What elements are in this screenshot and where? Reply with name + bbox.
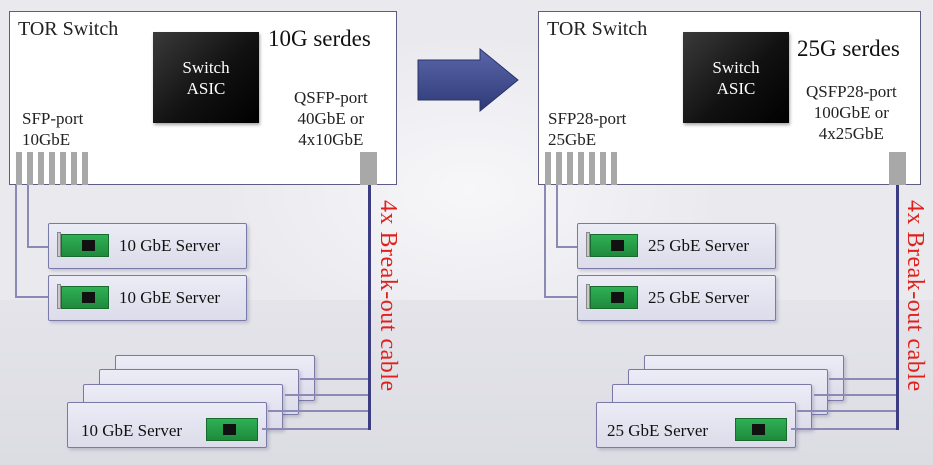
right-qsfp-port [889, 152, 906, 185]
right-sfp-port [589, 152, 595, 185]
left-breakout-cable [285, 394, 368, 396]
left-server-2: 10 GbE Server [48, 275, 247, 321]
left-asic-line1: Switch [182, 57, 230, 77]
left-sfp-port [49, 152, 55, 185]
left-sfp-port [38, 152, 44, 185]
right-sfp-port [611, 152, 617, 185]
left-breakout-label: 4x Break-out cable [375, 200, 401, 392]
right-sfp-port [578, 152, 584, 185]
left-qsfp-label: QSFP-port 40GbE or 4x10GbE [294, 87, 368, 150]
left-switch-title: TOR Switch [18, 18, 119, 40]
left-qsfp-line3: 4x10GbE [298, 130, 364, 149]
nic-chip-icon [611, 240, 624, 251]
left-serdes-label: 10G serdes [268, 26, 371, 51]
nic-chip-icon [611, 292, 624, 303]
left-sfp-label: SFP-port 10GbE [22, 108, 83, 150]
left-breakout-server: 10 GbE Server [67, 402, 267, 448]
left-qsfp-line2: 40GbE or [297, 109, 365, 128]
left-breakout-server-label: 10 GbE Server [81, 421, 183, 440]
right-sfp-port [556, 152, 562, 185]
right-server-label: 25 GbE Server [648, 288, 750, 307]
left-sfp-cable [15, 296, 50, 298]
nic-bracket-icon [586, 284, 590, 309]
right-switch-title: TOR Switch [547, 18, 648, 40]
right-breakout-label: 4x Break-out cable [902, 200, 928, 392]
right-breakout-server-label: 25 GbE Server [607, 421, 709, 440]
right-breakout-trunk [896, 185, 899, 430]
nic-chip-icon [223, 424, 236, 435]
right-sfp-cable [556, 185, 558, 247]
nic-bracket-icon [57, 232, 61, 257]
right-breakout-server: 25 GbE Server [596, 402, 796, 448]
left-sfp-line1: SFP-port [22, 109, 84, 128]
left-sfp-cable [15, 185, 17, 297]
left-qsfp-line1: QSFP-port [294, 88, 368, 107]
right-sfp-label: SFP28-port 25GbE [548, 108, 626, 150]
left-tor-switch: TOR Switch Switch ASIC 10G serdes SFP-po… [9, 11, 397, 185]
right-breakout-cable [814, 394, 896, 396]
left-breakout-cable [268, 410, 368, 412]
right-sfp-line2: 25GbE [548, 130, 597, 149]
left-sfp-port [16, 152, 22, 185]
left-sfp-port [27, 152, 33, 185]
left-sfp-port [82, 152, 88, 185]
left-sfp-port [71, 152, 77, 185]
right-qsfp-label: QSFP28-port 100GbE or 4x25GbE [806, 81, 897, 144]
left-switch-asic: Switch ASIC [153, 32, 259, 123]
right-sfp-cable [544, 296, 579, 298]
left-server-1: 10 GbE Server [48, 223, 247, 269]
right-breakout-cable [797, 410, 896, 412]
right-breakout-cable [829, 378, 896, 380]
nic-chip-icon [82, 292, 95, 303]
right-sfp-cable [544, 185, 546, 297]
right-sfp-line1: SFP28-port [548, 109, 627, 128]
left-breakout-trunk [368, 185, 371, 430]
left-breakout-cable [262, 428, 368, 430]
nic-card-icon [590, 286, 638, 309]
nic-chip-icon [82, 240, 95, 251]
right-server-label: 25 GbE Server [648, 236, 750, 255]
right-qsfp-line2: 100GbE or [813, 103, 889, 122]
right-asic-line1: Switch [712, 57, 760, 77]
right-arrow-icon [417, 48, 519, 112]
right-sfp-port [545, 152, 551, 185]
left-server-label: 10 GbE Server [119, 288, 221, 307]
nic-card-icon [590, 234, 638, 257]
left-sfp-cable [27, 246, 50, 248]
right-qsfp-line3: 4x25GbE [818, 124, 884, 143]
right-sfp-port [600, 152, 606, 185]
right-qsfp-line1: QSFP28-port [806, 82, 897, 101]
left-sfp-cable [27, 185, 29, 247]
right-server-2: 25 GbE Server [577, 275, 776, 321]
nic-bracket-icon [57, 284, 61, 309]
right-breakout-cable [791, 428, 896, 430]
right-sfp-cable [556, 246, 579, 248]
left-server-label: 10 GbE Server [119, 236, 221, 255]
nic-card-icon [206, 418, 258, 441]
right-tor-switch: TOR Switch Switch ASIC 25G serdes SFP28-… [538, 11, 921, 185]
left-breakout-cable [300, 378, 368, 380]
right-serdes-label: 25G serdes [797, 36, 900, 61]
left-sfp-line2: 10GbE [22, 130, 71, 149]
nic-card-icon [61, 234, 109, 257]
right-sfp-port [567, 152, 573, 185]
nic-card-icon [735, 418, 787, 441]
right-server-1: 25 GbE Server [577, 223, 776, 269]
nic-bracket-icon [586, 232, 590, 257]
left-asic-line2: ASIC [186, 78, 226, 98]
right-asic-line2: ASIC [716, 78, 756, 98]
left-sfp-port [60, 152, 66, 185]
nic-chip-icon [752, 424, 765, 435]
nic-card-icon [61, 286, 109, 309]
right-switch-asic: Switch ASIC [683, 32, 789, 123]
left-qsfp-port [360, 152, 377, 185]
